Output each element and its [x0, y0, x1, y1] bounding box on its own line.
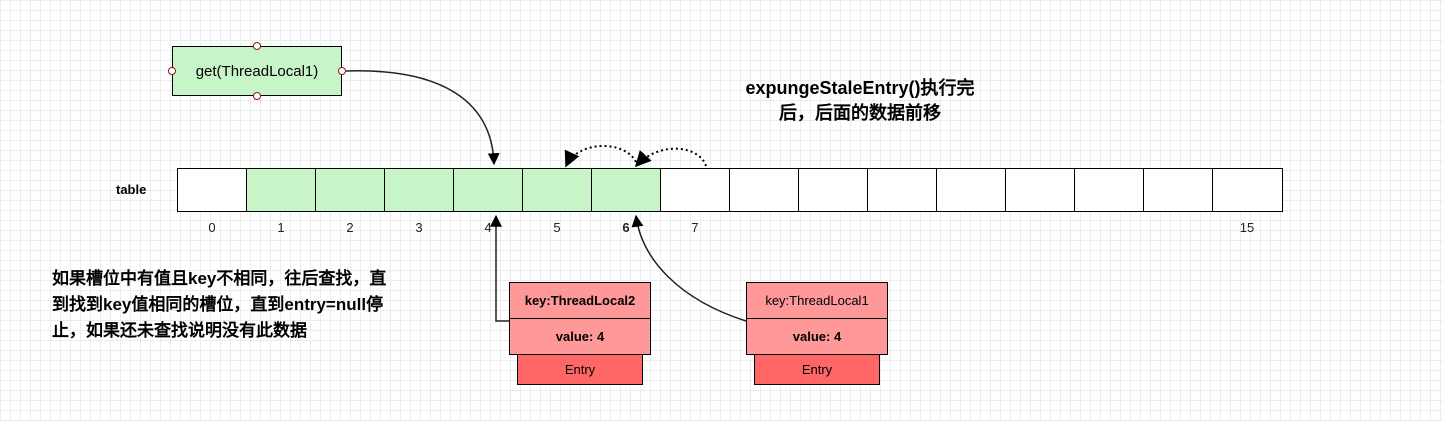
table-slot-13	[1074, 168, 1145, 212]
lookup-note: 如果槽位中有值且key不相同，往后查找，直 到找到key值相同的槽位，直到ent…	[52, 266, 462, 344]
expunge-note-line1: expungeStaleEntry()执行完	[745, 78, 975, 98]
shift-arrow-6-to-5	[564, 145, 637, 168]
slot-index-4: 4	[484, 220, 492, 235]
connection-handle-left	[168, 67, 176, 75]
slot-index-7: 7	[691, 220, 699, 235]
lookup-note-line3: 止，如果还未查找说明没有此数据	[52, 321, 307, 340]
entry-key: key:ThreadLocal1	[746, 282, 888, 319]
table-slot-0	[177, 168, 248, 212]
entry-type-label: Entry	[517, 355, 643, 385]
table-slot-3	[384, 168, 455, 212]
table-slot-12	[1005, 168, 1076, 212]
table-slot-11	[936, 168, 1007, 212]
table-label: table	[116, 182, 147, 197]
connection-handle-top	[253, 42, 261, 50]
table-slot-1	[246, 168, 317, 212]
table-slot-5	[522, 168, 593, 212]
table-slot-15	[1212, 168, 1283, 212]
get-call-node: get(ThreadLocal1)	[172, 46, 342, 96]
get-call-label: get(ThreadLocal1)	[195, 62, 319, 80]
entry-value: value: 4	[509, 319, 651, 355]
connection-handle-right	[338, 67, 346, 75]
entry-type-label: Entry	[754, 355, 880, 385]
slot-index-5: 5	[553, 220, 561, 235]
table-slot-10	[867, 168, 938, 212]
table-slot-8	[729, 168, 800, 212]
table-slot-6	[591, 168, 662, 212]
slot-index-0: 0	[208, 220, 216, 235]
slot-index-3: 3	[415, 220, 423, 235]
hash-table-row	[177, 168, 1283, 212]
slot-index-6: 6	[622, 220, 630, 235]
table-slot-9	[798, 168, 869, 212]
lookup-note-line2: 到找到key值相同的槽位，直到entry=null停	[52, 295, 384, 314]
slot-index-2: 2	[346, 220, 354, 235]
expunge-note: expungeStaleEntry()执行完 后，后面的数据前移	[700, 76, 1020, 126]
connection-handle-bottom	[253, 92, 261, 100]
table-slot-7	[660, 168, 731, 212]
lookup-note-line1: 如果槽位中有值且key不相同，往后查找，直	[52, 269, 387, 288]
entry-value: value: 4	[746, 319, 888, 355]
entry1-to-slot4-arrow	[490, 214, 509, 322]
shift-arrow-7-to-6	[634, 147, 707, 168]
table-slot-4	[453, 168, 524, 212]
entry2-to-slot6-arrow	[631, 214, 747, 322]
entry-threadlocal2: key:ThreadLocal2 value: 4 Entry	[509, 282, 651, 385]
table-slot-2	[315, 168, 386, 212]
expunge-note-line2: 后，后面的数据前移	[779, 103, 941, 123]
slot-index-15: 15	[1239, 220, 1255, 235]
slot-index-1: 1	[277, 220, 285, 235]
get-to-slot4-arrow	[345, 70, 500, 166]
entry-key: key:ThreadLocal2	[509, 282, 651, 319]
table-slot-14	[1143, 168, 1214, 212]
entry-threadlocal1: key:ThreadLocal1 value: 4 Entry	[746, 282, 888, 385]
